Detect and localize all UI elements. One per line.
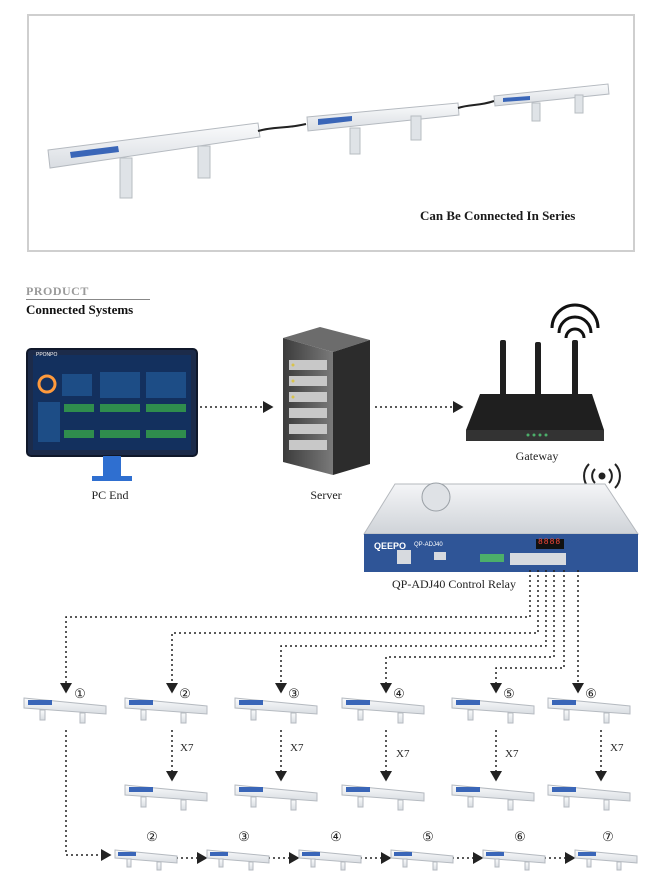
branch-number: ② [179,686,191,701]
branch-number: ④ [393,686,405,701]
chain-number: ③ [238,829,250,844]
gateway-label: Gateway [515,449,559,463]
server-label: Server [310,488,342,502]
section-title: Connected Systems [26,302,134,317]
multiplier-label: X7 [180,742,194,754]
gateway-router [466,303,604,441]
ionizer-bar-small [493,83,610,122]
branch-number: ⑤ [503,686,515,701]
ionizer-bar-medium [306,102,460,155]
ionizer-bar-large [47,122,261,199]
series-caption: Can Be Connected In Series [420,208,576,223]
chain-number: ⑦ [602,829,614,844]
chain-number: ⑥ [514,829,526,844]
chain-number: ⑤ [422,829,434,844]
multiplier-label: X7 [290,742,304,754]
pc-label: PC End [91,488,129,502]
pc-monitor [26,348,198,481]
multiplier-label: X7 [610,742,624,754]
chain-number: ② [146,829,158,844]
branch-number: ① [74,686,86,701]
series-cable [257,123,307,132]
section-divider [26,299,150,300]
relay-label: QP-ADJ40 Control Relay [392,577,516,591]
relay-model: QP-ADJ40 [414,542,443,548]
multiplier-label: X7 [396,748,410,760]
control-relay-unit [363,482,639,572]
multiplier-label: X7 [505,748,519,760]
section-label: PRODUCT [26,284,89,298]
ionizer-bar-icons [23,697,638,871]
series-connection-panel [27,14,635,252]
series-cable [457,100,495,109]
server-rack [283,327,370,475]
chain-number: ④ [330,829,342,844]
branch-number: ③ [288,686,300,701]
pc-screen-brand: PPONPO [36,352,58,358]
relay-brand: QEEPO [374,541,407,551]
branch-number: ⑥ [585,686,597,701]
relay-display: 8888 [538,538,562,547]
